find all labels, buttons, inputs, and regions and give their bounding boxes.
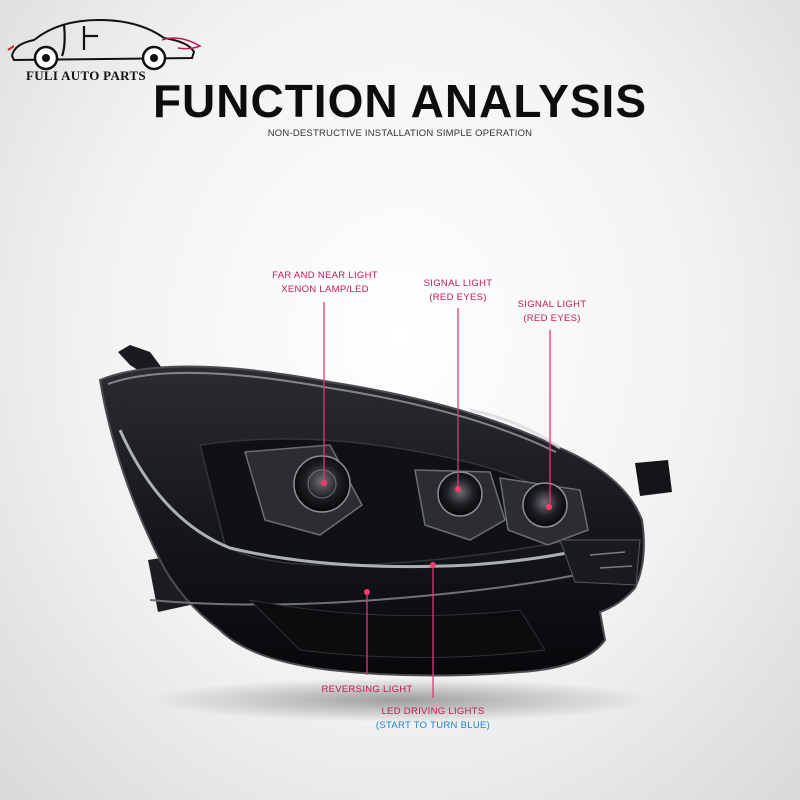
callout-signal-center-line1: SIGNAL LIGHT [423,278,493,289]
brand-name: FULI AUTO PARTS [26,68,146,83]
page-title: FUNCTION ANALYSIS [152,75,648,127]
callout-dot-led-driving [430,562,436,568]
red-eye-main [321,480,327,486]
led-driving-strip [118,429,591,569]
callout-signal-right-line2: (RED EYES) [523,313,581,324]
red-eye-right [546,504,552,510]
page-subtitle: NON-DESTRUCTIVE INSTALLATION SIMPLE OPER… [267,128,533,139]
projector-lens-center [437,471,483,517]
right-connector [635,460,672,496]
turn-signal-module [559,539,641,586]
callout-led-driving: LED DRIVING LIGHTS (START TO TURN BLUE) [362,705,504,733]
callout-far-near: FAR AND NEAR LIGHT XENON LAMP/LED [255,269,395,297]
callout-dots [364,562,436,595]
callout-reversing: REVERSING LIGHT [312,683,422,697]
callout-far-near-line2: XENON LAMP/LED [281,284,369,295]
red-eye-center [455,486,461,492]
projector-lens-right [522,482,568,528]
lens-edge-highlight [107,371,557,453]
callout-signal-right-line1: SIGNAL LIGHT [517,299,587,310]
callout-dot-reversing [364,589,370,595]
callout-signal-center: SIGNAL LIGHT (RED EYES) [400,277,516,305]
car-logo-icon [7,18,202,71]
turn-signal-detail [589,551,633,569]
brand-logo: FULI AUTO PARTS [4,6,214,86]
lens-glare [469,408,561,450]
callout-signal-center-line2: (RED EYES) [429,292,487,303]
lower-trim [149,569,601,606]
lower-reflector [248,599,546,658]
callout-lines [323,302,551,698]
callout-far-near-line1: FAR AND NEAR LIGHT [272,270,378,281]
callout-reversing-line1: REVERSING LIGHT [321,684,413,695]
callout-led-driving-line1: LED DRIVING LIGHTS [381,706,485,717]
floor-shadow [150,678,650,722]
callout-led-driving-line2: (START TO TURN BLUE) [375,720,491,731]
callout-signal-right: SIGNAL LIGHT (RED EYES) [494,298,610,326]
projector-lens-main-ring [307,469,337,499]
